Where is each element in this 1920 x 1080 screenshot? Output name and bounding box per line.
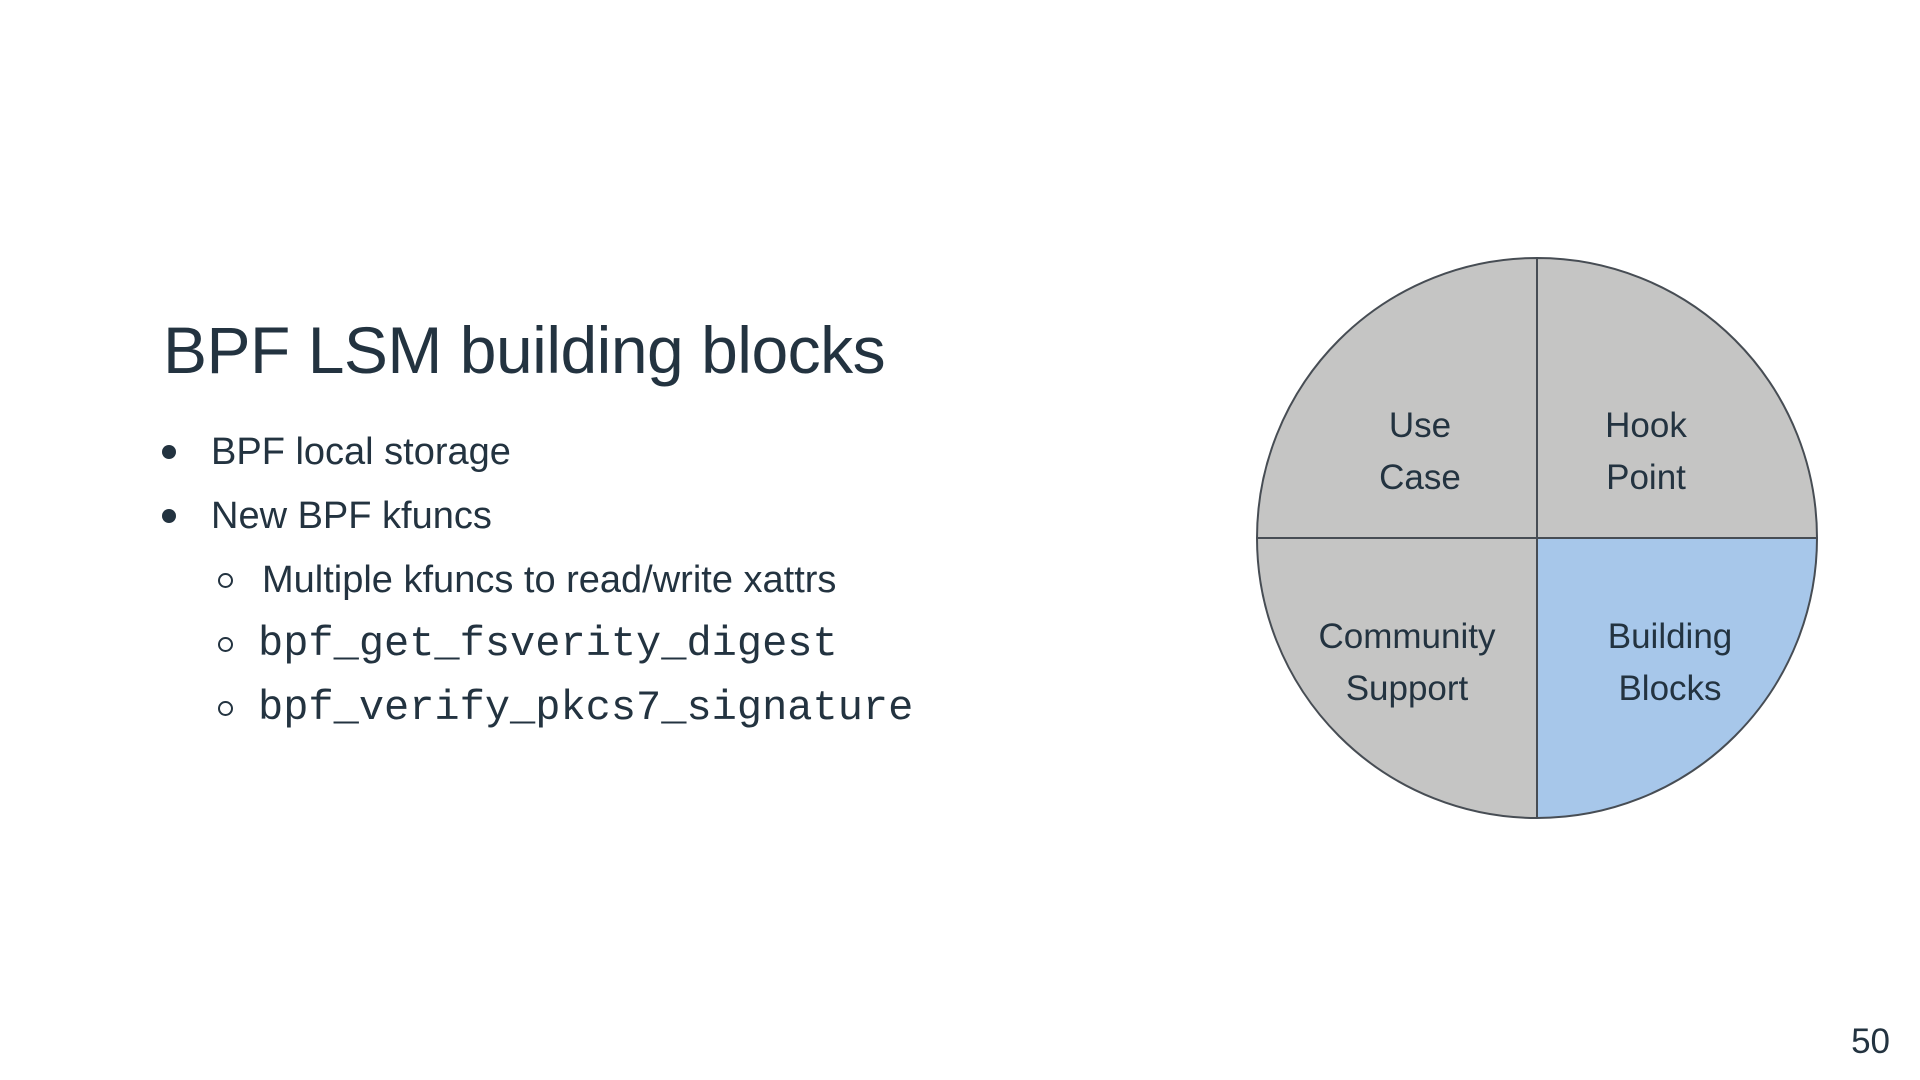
list-item: Multiple kfuncs to read/write xattrs (0, 548, 1100, 612)
open-bullet-icon (218, 700, 233, 716)
quadrant-label-building-blocks: Building Blocks (1607, 617, 1733, 708)
bullet-list: BPF local storage New BPF kfuncs Multipl… (0, 420, 1100, 740)
quadrant-label-hook-point: Hook Point (1605, 406, 1687, 497)
list-item-label: New BPF kfuncs (211, 494, 492, 537)
quadrant-top-right (1536, 257, 1818, 539)
quadrant-bottom-left (1256, 537, 1538, 819)
list-item: bpf_get_fsverity_digest (0, 612, 1100, 676)
list-item: BPF local storage (0, 420, 1100, 484)
quadrant-bottom-right-highlighted (1536, 537, 1818, 819)
open-bullet-icon (218, 572, 233, 588)
quadrant-circle-diagram: Use Case Hook Point Community Support Bu… (1255, 256, 1819, 820)
quadrant-label-use-case: Use Case (1379, 406, 1461, 497)
slide-page-number: 50 (1851, 1022, 1890, 1061)
list-item: bpf_verify_pkcs7_signature (0, 676, 1100, 740)
filled-bullet-icon (162, 445, 176, 459)
quadrant-circle-svg (1256, 257, 1818, 819)
quadrant-label-community-support: Community Support (1318, 617, 1496, 708)
list-item-code-label: bpf_verify_pkcs7_signature (258, 684, 914, 732)
filled-bullet-icon (162, 509, 176, 523)
list-item: New BPF kfuncs (0, 484, 1100, 548)
quadrant-top-left (1256, 257, 1538, 539)
page-title: BPF LSM building blocks (163, 313, 886, 388)
open-bullet-icon (218, 636, 233, 652)
list-item-code-label: bpf_get_fsverity_digest (258, 620, 838, 668)
list-item-label: BPF local storage (211, 430, 511, 473)
list-item-label: Multiple kfuncs to read/write xattrs (262, 558, 837, 601)
